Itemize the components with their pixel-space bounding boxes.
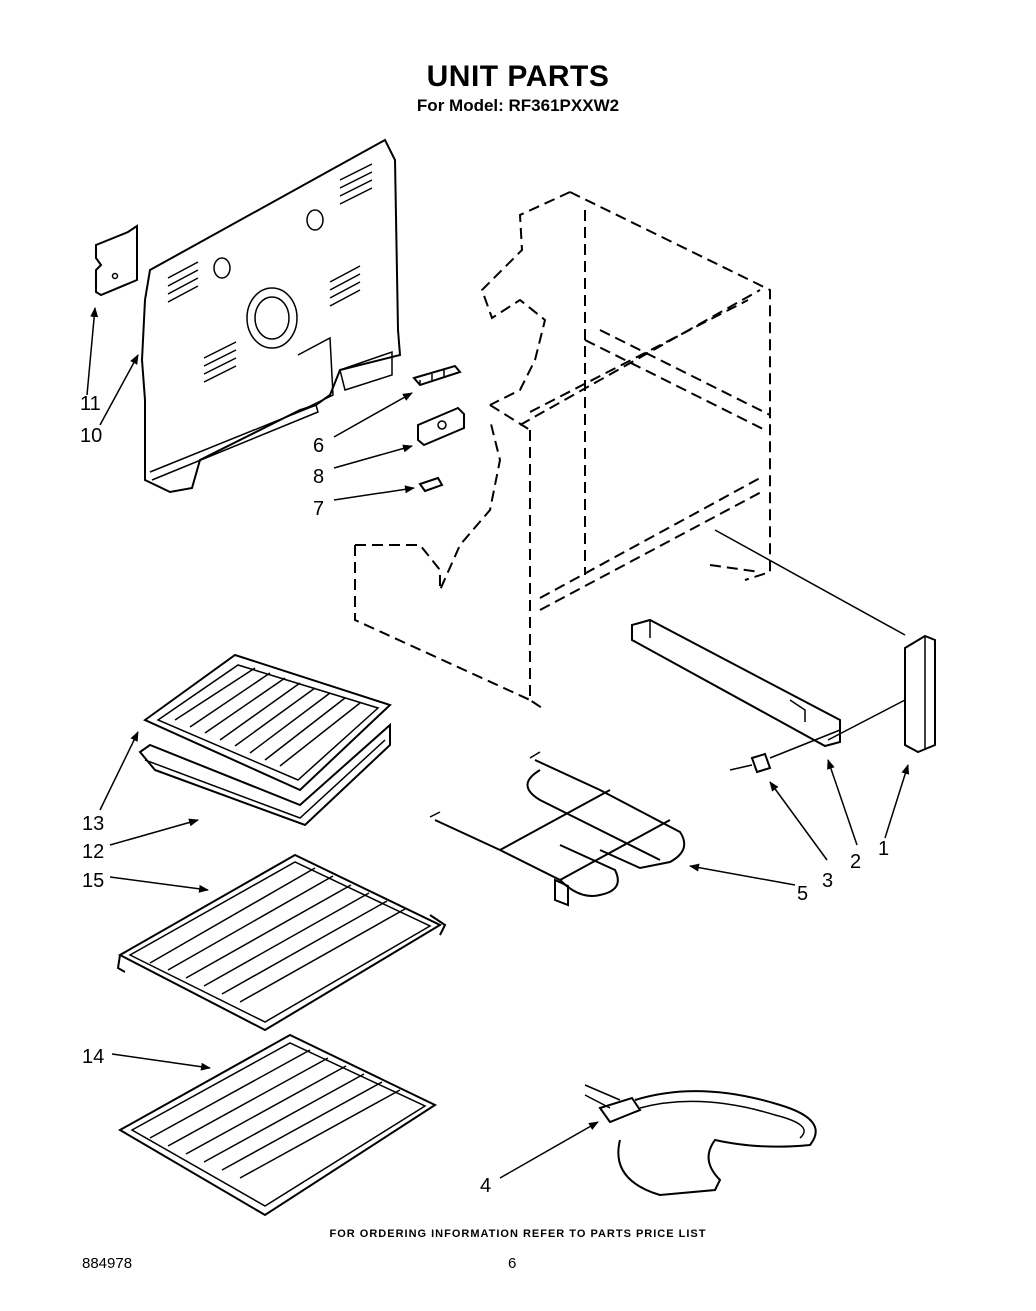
document-number: 884978	[82, 1255, 133, 1272]
part-bracket-6	[412, 364, 462, 387]
part-oven-rack-14	[117, 1033, 438, 1217]
part-side-rail	[631, 618, 841, 748]
model-subtitle: For Model: RF361PXXW2	[416, 96, 620, 115]
assembly-line	[827, 699, 906, 741]
oven-cavity-phantom	[354, 191, 771, 711]
page-number: 6	[508, 1255, 517, 1272]
callout-6: 6	[313, 435, 324, 457]
part-small-plate	[95, 224, 138, 297]
callout-11: 11	[80, 393, 101, 415]
page-title: UNIT PARTS	[426, 60, 610, 93]
callout-7: 7	[313, 498, 324, 520]
part-oven-back-panel	[140, 138, 402, 494]
part-broiler-grid	[143, 653, 392, 792]
callout-14: 14	[82, 1046, 104, 1068]
callout-10: 10	[80, 425, 102, 447]
callout-4: 4	[480, 1175, 491, 1197]
callout-5: 5	[797, 883, 808, 905]
callout-12: 12	[82, 841, 104, 863]
part-clip-7	[418, 476, 444, 493]
part-bake-element	[584, 1084, 817, 1197]
part-broil-element	[429, 751, 686, 907]
callout-arrows	[86, 307, 910, 1179]
part-small-clip	[750, 752, 772, 774]
callout-1: 1	[878, 838, 889, 860]
part-end-trim	[904, 634, 936, 754]
callout-15: 15	[82, 870, 104, 892]
callout-8: 8	[313, 466, 324, 488]
callout-13: 13	[82, 813, 104, 835]
part-oven-rack-15	[116, 853, 447, 1032]
callout-2: 2	[850, 851, 861, 873]
callout-3: 3	[822, 870, 833, 892]
assembly-line	[729, 729, 841, 771]
assembly-line	[714, 529, 906, 636]
ordering-info-note: FOR ORDERING INFORMATION REFER TO PARTS …	[329, 1228, 707, 1240]
part-bracket-8	[417, 406, 465, 447]
part-broiler-pan	[138, 722, 391, 827]
